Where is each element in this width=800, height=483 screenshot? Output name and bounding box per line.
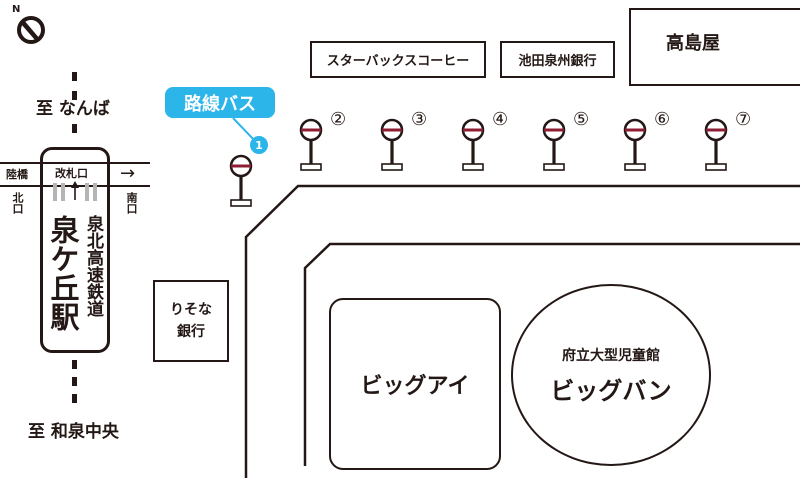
station-building bbox=[40, 147, 110, 353]
bus-stop-2-icon bbox=[299, 118, 323, 172]
inner-curb bbox=[303, 242, 800, 466]
building-big-eye: ビッグアイ bbox=[329, 298, 501, 470]
overpass-label: 陸橋 bbox=[6, 168, 28, 181]
building-big-bang-label: ビッグバン bbox=[550, 376, 672, 405]
bus-stop-5-number: ⑤ bbox=[573, 109, 590, 130]
building-starbucks-label: スターバックスコーヒー bbox=[326, 54, 470, 69]
route-bus-text: 路線バス bbox=[184, 93, 256, 115]
bus-stop-1-marker: 1 bbox=[250, 136, 268, 154]
bus-stop-7-number: ⑦ bbox=[735, 109, 752, 130]
building-big-eye-label: ビッグアイ bbox=[360, 374, 470, 399]
exit-south-label: 南口 bbox=[125, 192, 138, 214]
building-big-bang-subtitle: 府立大型児童館 bbox=[562, 347, 660, 364]
bus-stop-1-number: 1 bbox=[255, 138, 263, 152]
outer-curb bbox=[244, 184, 800, 478]
compass-label: N bbox=[12, 4, 21, 15]
building-resona-bank-label: りそな銀行 bbox=[170, 302, 212, 340]
building-resona-bank: りそな銀行 bbox=[153, 280, 229, 362]
route-bus-label: 路線バス bbox=[165, 87, 275, 118]
exit-north-label: 北口 bbox=[11, 192, 24, 214]
building-ikeda-bank-label: 池田泉州銀行 bbox=[518, 54, 597, 69]
destination-south: 至 和泉中央 bbox=[28, 422, 119, 442]
building-ikeda-bank: 池田泉州銀行 bbox=[500, 41, 615, 78]
compass-icon bbox=[17, 16, 45, 44]
bus-stop-6-icon bbox=[623, 118, 647, 172]
building-starbucks: スターバックスコーヒー bbox=[310, 41, 486, 78]
gate-symbol bbox=[53, 181, 97, 201]
bus-stop-4-icon bbox=[461, 118, 485, 172]
bus-stop-3-icon bbox=[380, 118, 404, 172]
destination-north: 至 なんば bbox=[36, 99, 110, 119]
gate-label: 改札口 bbox=[55, 167, 88, 180]
bus-stop-2-number: ② bbox=[330, 109, 347, 130]
bus-stop-7-icon bbox=[704, 118, 728, 172]
building-takashimaya-label: 高島屋 bbox=[666, 33, 720, 54]
direction-arrow: → bbox=[120, 163, 136, 184]
bus-stop-3-number: ③ bbox=[411, 109, 428, 130]
building-takashimaya: 高島屋 bbox=[629, 8, 800, 86]
station-name: 泉ケ丘駅 bbox=[46, 215, 80, 331]
railway-north bbox=[72, 72, 77, 133]
bus-stop-5-icon bbox=[542, 118, 566, 172]
railway-south bbox=[72, 360, 77, 403]
bus-stop-4-number: ④ bbox=[492, 109, 509, 130]
bus-stop-6-number: ⑥ bbox=[654, 109, 671, 130]
bus-stop-1-icon bbox=[229, 154, 253, 208]
railway-line-name: 泉北高速鉄道 bbox=[83, 215, 103, 317]
building-big-bang: 府立大型児童館 ビッグバン bbox=[511, 284, 711, 466]
